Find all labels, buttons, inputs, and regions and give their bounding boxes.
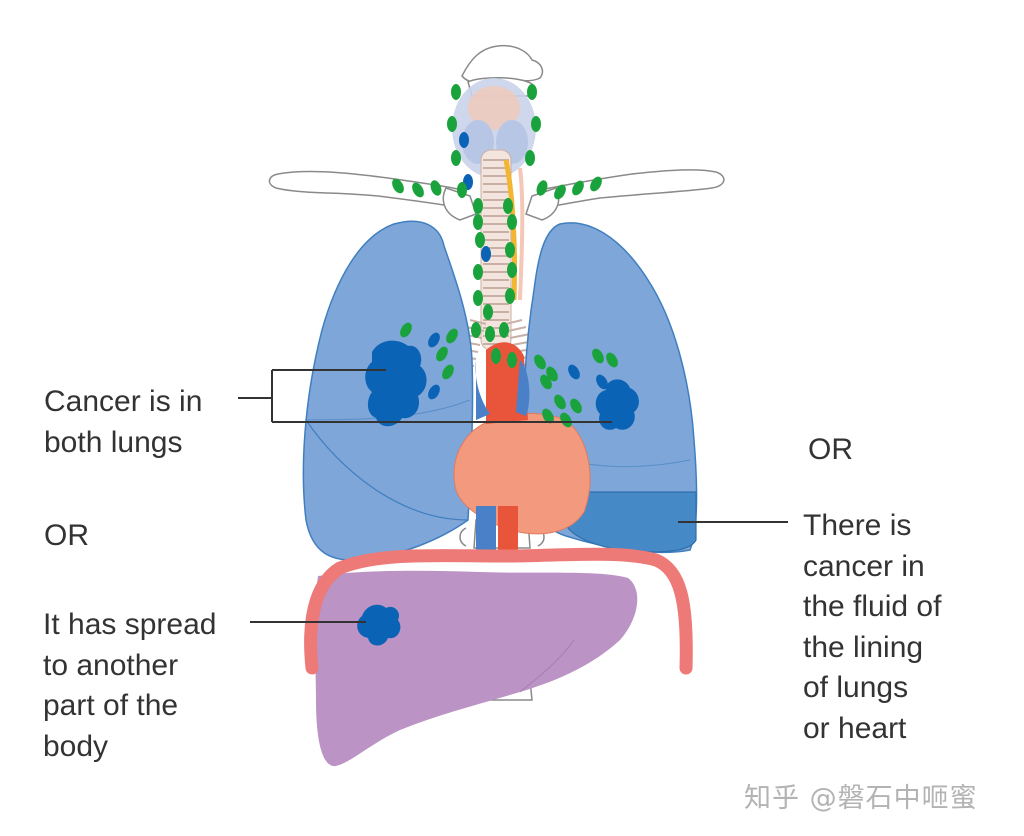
lymph-node <box>436 346 448 362</box>
lymph-node <box>505 242 515 258</box>
lymph-node <box>412 182 424 198</box>
lymph-node <box>536 180 548 196</box>
lymph-node <box>560 412 572 428</box>
lymph-node <box>554 184 566 200</box>
lymph-node <box>475 232 485 248</box>
leader-lines <box>238 369 788 623</box>
lymph-node <box>592 348 604 364</box>
lymph-node <box>542 408 554 424</box>
tumour-right-lung <box>595 379 639 430</box>
lymph-node <box>442 364 454 380</box>
diaphragm <box>304 547 693 675</box>
liver <box>314 570 638 767</box>
lymph-node-affected <box>428 332 440 348</box>
heart <box>453 342 591 560</box>
lymph-node-affected <box>481 246 491 262</box>
lymph-node <box>505 288 515 304</box>
lymph-node <box>507 214 517 230</box>
lymph-node <box>392 178 404 194</box>
lymph-node <box>451 84 461 100</box>
lymph-node <box>572 180 584 196</box>
label-or-right: OR <box>808 433 853 466</box>
lymph-node <box>457 182 467 198</box>
lymph-node <box>499 322 509 338</box>
lymph-node-affected <box>459 132 469 148</box>
lymph-node <box>471 322 481 338</box>
lymph-node <box>507 352 517 368</box>
tumour-left-lung <box>365 340 427 427</box>
lymph-node <box>527 84 537 100</box>
lymph-node <box>483 304 493 320</box>
lymph-node-affected <box>596 374 608 390</box>
bracket-both-lungs <box>238 369 612 423</box>
lymph-node <box>546 366 558 382</box>
lymph-node <box>400 322 412 338</box>
tumour-liver <box>357 604 401 646</box>
lymph-node <box>525 150 535 166</box>
label-both-lungs: Cancer is in both lungs <box>44 385 203 459</box>
lymph-node <box>447 116 457 132</box>
watermark: 知乎 @磐石中咂蜜 <box>744 783 978 814</box>
lymph-node <box>473 198 483 214</box>
lymph-node <box>590 176 602 192</box>
lymph-node <box>534 354 546 370</box>
lymph-node <box>473 214 483 230</box>
lymph-node <box>473 290 483 306</box>
lymph-node <box>503 198 513 214</box>
lymph-node <box>446 328 458 344</box>
lymph-node <box>507 262 517 278</box>
lymph-node-affected <box>428 384 440 400</box>
label-or-left: OR <box>44 519 89 552</box>
lymph-node <box>430 180 442 196</box>
lymph-node <box>485 326 495 342</box>
lymph-node <box>531 116 541 132</box>
lymph-nodes <box>392 84 618 428</box>
label-fluid: There is cancer in the fluid of the lini… <box>803 509 942 745</box>
right-clavicle <box>539 169 725 209</box>
left-clavicle <box>268 170 463 209</box>
lymph-node <box>451 150 461 166</box>
lymph-node <box>606 352 618 368</box>
lymph-node-affected <box>568 364 580 380</box>
tumours <box>357 340 639 646</box>
lymph-node <box>570 398 582 414</box>
lymph-node <box>491 348 501 364</box>
lymph-node <box>554 394 566 410</box>
lymph-node <box>473 264 483 280</box>
label-spread: It has spread to another part of the bod… <box>43 608 217 763</box>
